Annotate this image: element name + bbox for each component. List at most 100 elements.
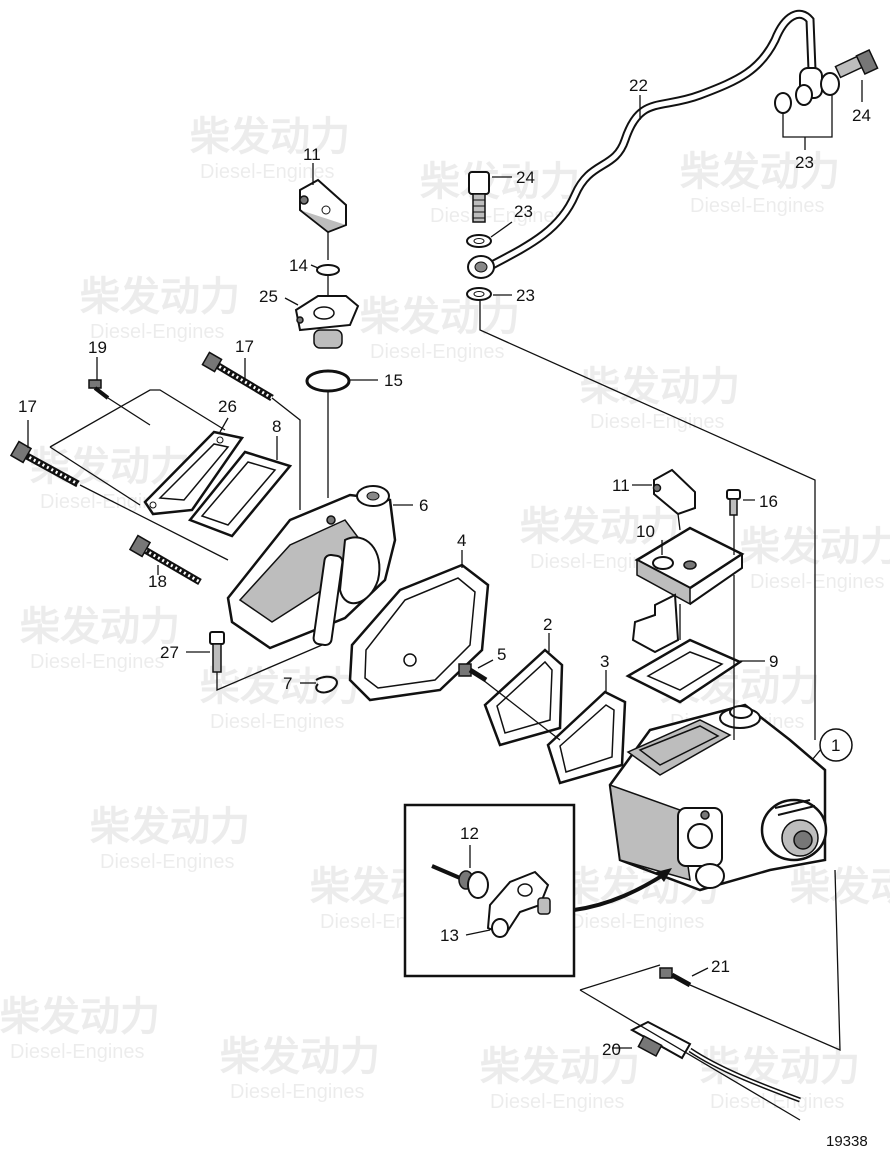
callout-18: 18 bbox=[148, 572, 167, 591]
banjo-bolt-icon bbox=[834, 48, 879, 79]
svg-text:Diesel-Engines: Diesel-Engines bbox=[200, 161, 335, 183]
svg-text:Diesel-Engines: Diesel-Engines bbox=[210, 711, 345, 733]
callout-27: 27 bbox=[160, 643, 179, 662]
bolt-17-lower bbox=[9, 440, 80, 488]
banjo-bolt-24 bbox=[468, 171, 490, 223]
svg-text:Diesel-Engines: Diesel-Engines bbox=[750, 571, 885, 593]
svg-text:Diesel-Engines: Diesel-Engines bbox=[40, 491, 175, 513]
svg-text:柴发动力: 柴发动力 bbox=[360, 294, 520, 340]
bracket-11-right bbox=[652, 468, 696, 516]
svg-text:Diesel-Engines: Diesel-Engines bbox=[10, 1041, 145, 1063]
cover-plate-10 bbox=[631, 526, 745, 654]
circlip-7 bbox=[315, 675, 338, 694]
leader-lines bbox=[27, 80, 863, 1121]
callout-26: 26 bbox=[218, 397, 237, 416]
check-valve-12 bbox=[431, 864, 489, 899]
gasket-4 bbox=[348, 563, 490, 702]
svg-text:Diesel-Engines: Diesel-Engines bbox=[530, 551, 665, 573]
callout-7: 7 bbox=[283, 674, 292, 693]
gasket-9 bbox=[625, 638, 743, 704]
bolt-5 bbox=[458, 663, 488, 683]
washer-14 bbox=[316, 264, 340, 276]
svg-text:柴发动力: 柴发动力 bbox=[420, 159, 580, 205]
svg-text:柴发动力: 柴发动力 bbox=[220, 1034, 380, 1080]
callout-24-top: 24 bbox=[852, 106, 871, 125]
svg-text:Diesel-Engines: Diesel-Engines bbox=[590, 411, 725, 433]
svg-text:柴发动力: 柴发动力 bbox=[790, 864, 890, 910]
callout-23-top: 23 bbox=[795, 153, 814, 172]
svg-text:柴发动力: 柴发动力 bbox=[580, 364, 740, 410]
bolt-21 bbox=[659, 967, 692, 988]
callout-17-lower: 17 bbox=[18, 397, 37, 416]
detail-inset bbox=[403, 803, 576, 978]
banjo-fitting-top bbox=[774, 48, 879, 114]
callout-19: 19 bbox=[88, 338, 107, 357]
callout-12: 12 bbox=[460, 824, 479, 843]
svg-text:柴发动力: 柴发动力 bbox=[700, 1044, 860, 1090]
bracket-11-top bbox=[299, 178, 347, 234]
gasket-8 bbox=[187, 450, 293, 538]
svg-text:Diesel-Engines: Diesel-Engines bbox=[370, 341, 505, 363]
callout-15: 15 bbox=[384, 371, 403, 390]
gasket-2 bbox=[483, 648, 564, 747]
bolt-17-upper bbox=[201, 351, 274, 402]
svg-text:Diesel-Engines: Diesel-Engines bbox=[710, 1091, 845, 1113]
callout-13: 13 bbox=[440, 926, 459, 945]
callout-23-mid: 23 bbox=[514, 202, 533, 221]
sealing-washers-23 bbox=[466, 234, 495, 301]
svg-text:柴发动力: 柴发动力 bbox=[200, 664, 360, 710]
detail-pointer-arrow-icon bbox=[573, 870, 670, 912]
svg-text:Diesel-Engines: Diesel-Engines bbox=[690, 195, 825, 217]
svg-text:柴发动力: 柴发动力 bbox=[520, 504, 680, 550]
svg-text:柴发动力: 柴发动力 bbox=[0, 994, 160, 1040]
callout-8: 8 bbox=[272, 417, 281, 436]
callout-24-mid: 24 bbox=[516, 168, 535, 187]
svg-text:柴发动力: 柴发动力 bbox=[90, 804, 250, 850]
pump-housing-6 bbox=[226, 485, 397, 650]
svg-text:Diesel-Engines: Diesel-Engines bbox=[100, 851, 235, 873]
callout-2: 2 bbox=[543, 615, 552, 634]
cover-plate-26 bbox=[143, 430, 245, 516]
svg-text:Diesel-Engines: Diesel-Engines bbox=[570, 911, 705, 933]
callout-9: 9 bbox=[769, 652, 778, 671]
callout-11-right: 11 bbox=[612, 476, 630, 495]
bolt-19 bbox=[88, 379, 110, 400]
svg-text:柴发动力: 柴发动力 bbox=[80, 274, 240, 320]
flange-25 bbox=[294, 295, 360, 349]
callout-23-low: 23 bbox=[516, 286, 535, 305]
svg-text:柴发动力: 柴发动力 bbox=[20, 604, 180, 650]
callout-10: 10 bbox=[636, 522, 655, 541]
svg-text:Diesel-Engines: Diesel-Engines bbox=[90, 321, 225, 343]
arrow-head-icon bbox=[656, 868, 672, 882]
callout-11-top: 11 bbox=[303, 145, 321, 164]
callout-22: 22 bbox=[629, 76, 648, 95]
callout-17-upper: 17 bbox=[235, 337, 254, 356]
svg-text:柴发动力: 柴发动力 bbox=[190, 114, 350, 160]
callout-labels: 11 14 25 15 17 19 17 26 8 6 18 27 7 4 5 … bbox=[18, 76, 871, 1150]
gasket-3 bbox=[546, 690, 627, 785]
svg-text:Diesel-Engines: Diesel-Engines bbox=[30, 651, 165, 673]
bolt-18 bbox=[128, 534, 202, 586]
injection-pump-1 bbox=[608, 703, 828, 892]
callout-25: 25 bbox=[259, 287, 278, 306]
svg-text:Diesel-Engines: Diesel-Engines bbox=[230, 1081, 365, 1103]
callout-1-circle bbox=[819, 728, 853, 762]
svg-text:Diesel-Engines: Diesel-Engines bbox=[430, 205, 565, 227]
callout-20: 20 bbox=[602, 1040, 621, 1059]
callout-6: 6 bbox=[419, 496, 428, 515]
banjo-union-13 bbox=[486, 870, 551, 938]
callout-4: 4 bbox=[457, 531, 466, 550]
figure-number: 19338 bbox=[826, 1133, 868, 1150]
callout-3: 3 bbox=[600, 652, 609, 671]
fuel-pipe-22 bbox=[489, 9, 817, 269]
o-ring-15 bbox=[305, 369, 351, 393]
bolt-16 bbox=[726, 489, 741, 516]
svg-text:Diesel-Engines: Diesel-Engines bbox=[490, 1091, 625, 1113]
callout-1: 1 bbox=[831, 736, 840, 755]
callout-14: 14 bbox=[289, 256, 308, 275]
svg-text:柴发动力: 柴发动力 bbox=[680, 149, 840, 195]
svg-text:柴发动力: 柴发动力 bbox=[480, 1044, 640, 1090]
callout-16: 16 bbox=[759, 492, 778, 511]
